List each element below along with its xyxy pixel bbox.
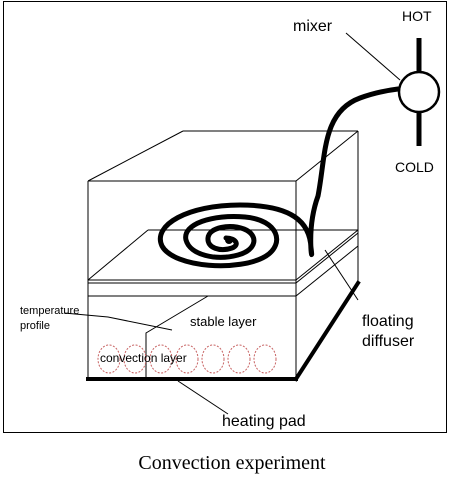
mixer-valve-icon xyxy=(397,38,441,146)
convection-cell-icon xyxy=(227,344,251,374)
temperature-profile-label-1: temperature xyxy=(20,305,79,317)
leader-lines xyxy=(63,32,401,415)
spiral-hose xyxy=(157,86,401,269)
floating-diffuser-leader xyxy=(324,249,359,301)
convection-cell-icon xyxy=(201,344,225,374)
water-surface-right xyxy=(295,229,359,281)
spiral-diffuser-icon xyxy=(157,86,401,269)
floating-label: floating xyxy=(362,313,414,330)
heating-pad xyxy=(86,280,361,382)
tank-top-back-edge xyxy=(87,130,184,182)
diffuser-bottom-right xyxy=(295,245,359,297)
heating-pad-side xyxy=(293,280,361,382)
temperature-profile-label-2: profile xyxy=(20,320,50,332)
mixer-body xyxy=(397,70,441,114)
convection-layer-label: convection layer xyxy=(100,351,187,365)
mixer-label: mixer xyxy=(293,18,333,35)
spiral-center xyxy=(225,236,233,244)
hot-label: HOT xyxy=(402,8,432,24)
temperature-profile-leader xyxy=(63,312,173,331)
convection-cell-icon xyxy=(175,344,199,374)
diffuser-label: diffuser xyxy=(362,333,415,350)
convection-cell-icon xyxy=(123,344,147,374)
cold-label: COLD xyxy=(395,159,434,175)
convection-cell-icon xyxy=(97,344,121,374)
convection-cells xyxy=(97,344,277,374)
diffuser-top-right xyxy=(295,232,359,284)
figure-frame xyxy=(3,1,447,433)
mixer-leader xyxy=(345,32,401,81)
stable-layer-label: stable layer xyxy=(190,314,257,329)
tank xyxy=(87,130,359,378)
heating-pad-label: heating pad xyxy=(222,413,306,430)
figure-caption: Convection experiment xyxy=(138,452,326,474)
heating-pad-leader xyxy=(177,380,229,415)
convection-cell-icon xyxy=(149,344,173,374)
water-surface-left xyxy=(87,229,149,281)
convection-cell-icon xyxy=(253,344,277,374)
tank-top-right-edge xyxy=(295,130,359,182)
